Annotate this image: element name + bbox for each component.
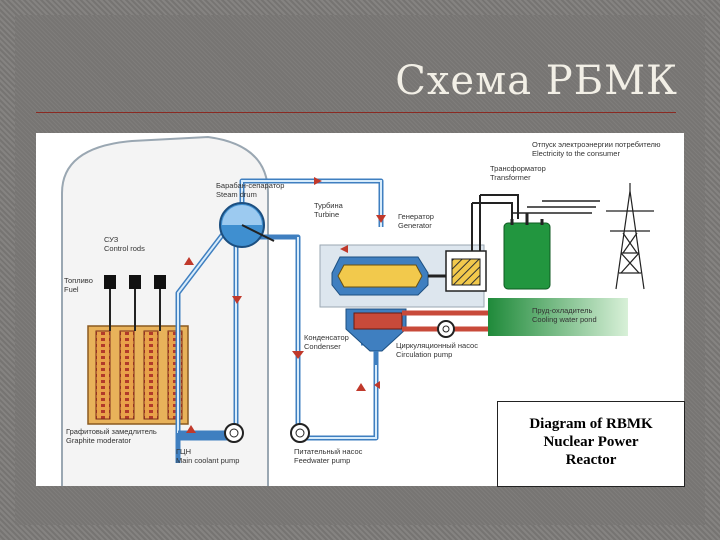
fuel-channel xyxy=(95,330,111,420)
label-condenser-ru: Конденсатор xyxy=(304,333,349,342)
label-circulation-en: Circulation pump xyxy=(396,350,452,359)
title-underline xyxy=(36,112,676,113)
diagram-svg: Барабан-сепаратор Steam drum СУЗ Control… xyxy=(61,135,661,486)
label-feedwater-ru: Питательный насос xyxy=(294,447,363,456)
label-pond-ru: Пруд-охладитель xyxy=(532,306,592,315)
main-coolant-pump xyxy=(224,423,244,443)
fuel-channel xyxy=(143,330,159,420)
label-turbine-ru: Турбина xyxy=(314,201,344,210)
flow-arrows xyxy=(184,177,386,433)
transformer xyxy=(503,222,551,290)
feedwater-pump xyxy=(290,423,310,443)
label-steam-drum-ru: Барабан-сепаратор xyxy=(216,181,284,190)
circulation-pump xyxy=(437,320,455,338)
diagram-labels: Барабан-сепаратор Steam drum СУЗ Control… xyxy=(64,140,661,465)
label-fuel-ru: Топливо xyxy=(64,276,93,285)
label-circulation-ru: Циркуляционный насос xyxy=(396,341,478,350)
label-main-pump-ru: ГЦН xyxy=(176,447,191,456)
label-main-pump-en: Main coolant pump xyxy=(176,456,239,465)
coolant-piping-inner xyxy=(177,180,382,439)
label-control-rods-ru: СУЗ xyxy=(104,235,119,244)
fuel-channel xyxy=(119,330,135,420)
control-rods xyxy=(104,275,166,331)
label-electricity-ru: Отпуск электроэнергии потребителю xyxy=(532,140,661,149)
label-graphite-en: Graphite moderator xyxy=(66,436,132,445)
label-generator-ru: Генератор xyxy=(398,212,434,221)
label-generator-en: Generator xyxy=(398,221,432,230)
caption-line-2: Nuclear Power xyxy=(543,434,639,450)
label-steam-drum-en: Steam drum xyxy=(216,190,257,199)
label-pond-en: Cooling water pond xyxy=(532,315,597,324)
label-condenser-en: Condenser xyxy=(304,342,341,351)
power-pylon xyxy=(606,183,654,290)
label-turbine-en: Turbine xyxy=(314,210,339,219)
label-electricity-en: Electricity to the consumer xyxy=(532,149,620,158)
label-fuel-en: Fuel xyxy=(64,285,79,294)
cooling-pond xyxy=(488,298,628,336)
label-feedwater-en: Feedwater pump xyxy=(294,456,350,465)
caption-line-3: Reactor xyxy=(565,452,617,468)
label-transformer-en: Transformer xyxy=(490,173,531,182)
caption-line-1: Diagram of RBMK xyxy=(529,416,653,432)
slide-title: Схема РБМК xyxy=(395,58,678,104)
label-control-rods-en: Control rods xyxy=(104,244,145,253)
label-transformer-ru: Трансформатор xyxy=(490,164,546,173)
label-graphite-ru: Графитовый замедлитель xyxy=(66,427,157,436)
diagram-caption-box: Diagram of RBMK Nuclear Power Reactor xyxy=(497,401,685,487)
